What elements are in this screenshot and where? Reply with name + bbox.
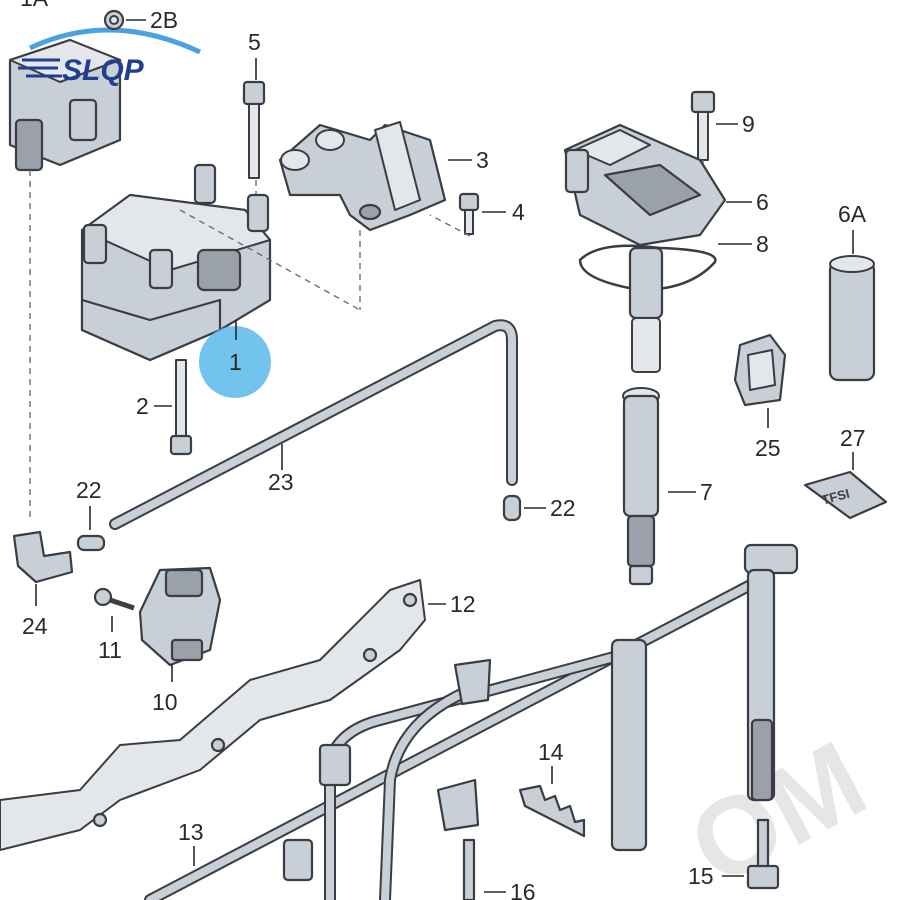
part-6-coil-stem [628,246,664,373]
label-23: 23 [268,469,294,495]
part-1a-ignition-coil [8,38,122,172]
part-15-spark-plug [746,818,780,890]
label-24: 24 [22,613,48,639]
part-6a-sleeve [828,255,876,382]
label-2: 2 [136,393,149,419]
label-10: 10 [152,689,178,715]
part-8-gasket [578,244,717,292]
label-7: 7 [700,479,713,505]
part-23-vacuum-line [109,319,518,530]
part-16-spark-plug [462,838,476,900]
part-1-ignition-coil [80,163,272,362]
label-1a: 1A [20,0,49,11]
part-22-clamp-left [76,534,106,552]
badge-27-text: TFSI [820,486,851,508]
label-25: 25 [755,435,781,461]
label-1: 1 [229,349,242,375]
label-16: 16 [510,879,536,900]
part-3-bracket [278,121,447,232]
label-27: 27 [840,425,866,451]
label-3: 3 [476,147,489,173]
part-7-plug-boot [622,387,660,586]
part-27-badge: TFSI [803,470,888,520]
part-6-coil-pack [563,123,727,247]
label-14: 14 [538,739,564,765]
slqp-logo: SLQP [18,27,202,87]
part-14-wire-holder [518,784,586,838]
part-22-clamp-right [502,494,522,522]
part-9-bolt [690,90,716,161]
part-24-elbow [12,530,74,584]
part-2-bolt [169,359,193,456]
label-15: 15 [688,863,714,889]
label-22-right: 22 [550,495,576,521]
label-2b: 2B [150,7,178,33]
label-6a: 6A [838,201,867,227]
part-12-gasket [0,579,426,851]
highlight-callout-1 [199,326,271,398]
part-11-screw [93,587,135,611]
label-22-left: 22 [76,477,102,503]
label-8: 8 [756,231,769,257]
label-6: 6 [756,189,769,215]
part-5-bolt [242,80,266,179]
part-4-bolt [458,192,480,235]
label-12: 12 [450,591,476,617]
logo-text: SLQP [62,54,145,87]
label-4: 4 [512,199,525,225]
label-5: 5 [248,29,261,55]
label-13: 13 [178,819,204,845]
part-2b-nut [103,9,125,31]
part-10-sensor [138,566,222,667]
part-25-clip [733,333,787,407]
label-11: 11 [98,637,122,663]
part-13-ignition-harness [144,543,799,900]
label-9: 9 [742,111,755,137]
